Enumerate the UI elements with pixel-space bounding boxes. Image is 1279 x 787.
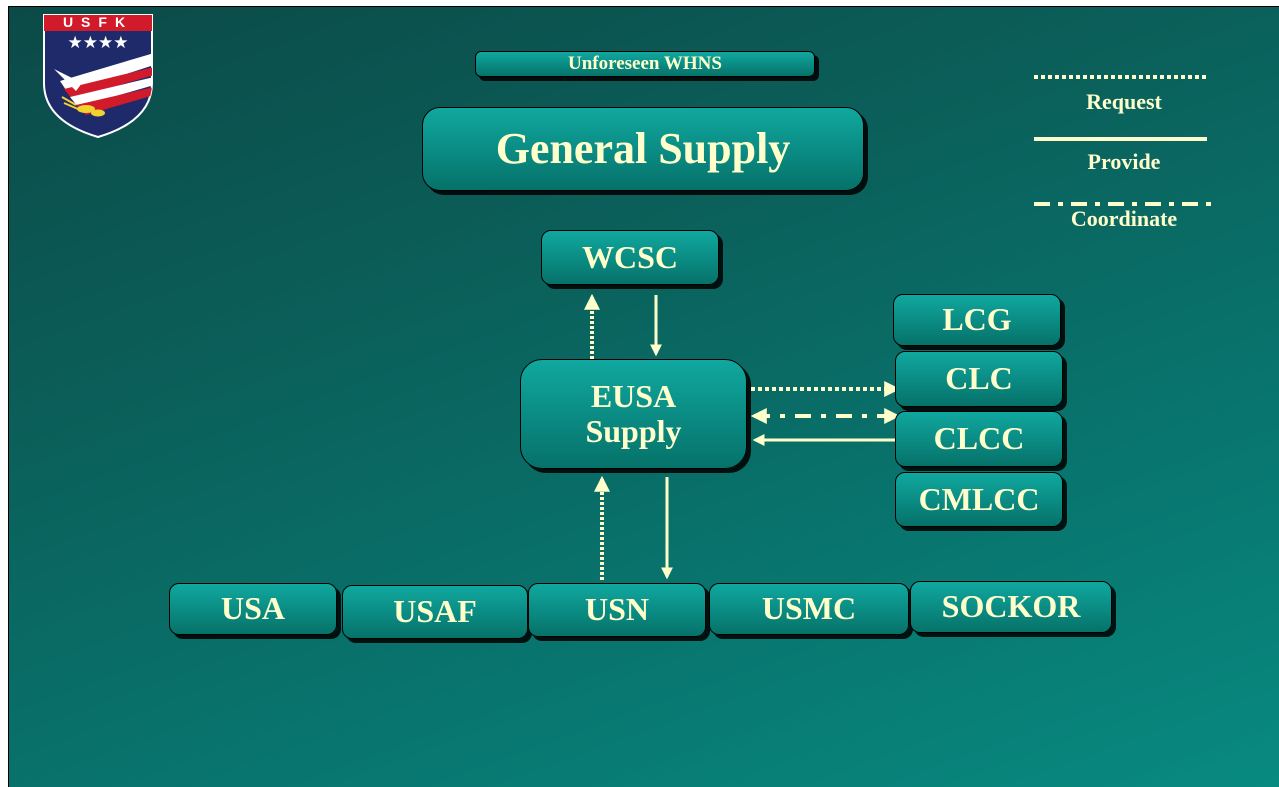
logo-stars: ★★★★ <box>67 33 129 53</box>
node-clc: CLC <box>895 351 1063 407</box>
usfk-logo: USFK ★★★★ <box>42 13 154 139</box>
logo-text: USFK <box>62 14 134 30</box>
subtitle: Unforeseen WHNS <box>568 52 722 74</box>
node-usa-label: USA <box>220 590 285 627</box>
node-clcc-label: CLCC <box>933 420 1025 457</box>
page-title: General Supply <box>495 123 791 173</box>
legend-provide-label: Provide <box>1087 149 1161 174</box>
node-eusa-label-line1: EUSA <box>590 377 677 414</box>
node-cmlcc-label: CMLCC <box>918 480 1040 517</box>
title-box: General Supply <box>422 107 864 191</box>
node-lcg: LCG <box>893 294 1061 346</box>
subtitle-box: Unforeseen WHNS <box>475 51 815 77</box>
node-usn-label: USN <box>584 591 649 628</box>
node-wcsc-label: WCSC <box>581 238 678 275</box>
node-eusa-supply: EUSA Supply <box>520 359 747 469</box>
node-usa: USA <box>169 583 337 635</box>
node-eusa-label-line2: Supply <box>585 413 682 449</box>
legend-coordinate-label: Coordinate <box>1070 206 1178 231</box>
node-usmc-label: USMC <box>761 590 857 627</box>
legend-request-label: Request <box>1086 89 1162 114</box>
node-usaf-label: USAF <box>393 593 477 630</box>
node-clcc: CLCC <box>895 411 1063 467</box>
node-lcg-label: LCG <box>942 301 1012 338</box>
node-usaf: USAF <box>342 585 528 639</box>
connector-arrows <box>584 293 901 580</box>
node-clc-label: CLC <box>945 360 1013 397</box>
node-sockor: SOCKOR <box>910 581 1112 633</box>
node-usn: USN <box>528 583 706 637</box>
slide: USFK ★★★★ Unforeseen WHNS General Supply… <box>8 6 1279 787</box>
node-sockor-label: SOCKOR <box>941 588 1081 625</box>
node-usmc: USMC <box>709 583 909 635</box>
usfk-shield-icon <box>43 14 153 139</box>
node-wcsc: WCSC <box>541 230 719 285</box>
node-cmlcc: CMLCC <box>895 472 1063 527</box>
